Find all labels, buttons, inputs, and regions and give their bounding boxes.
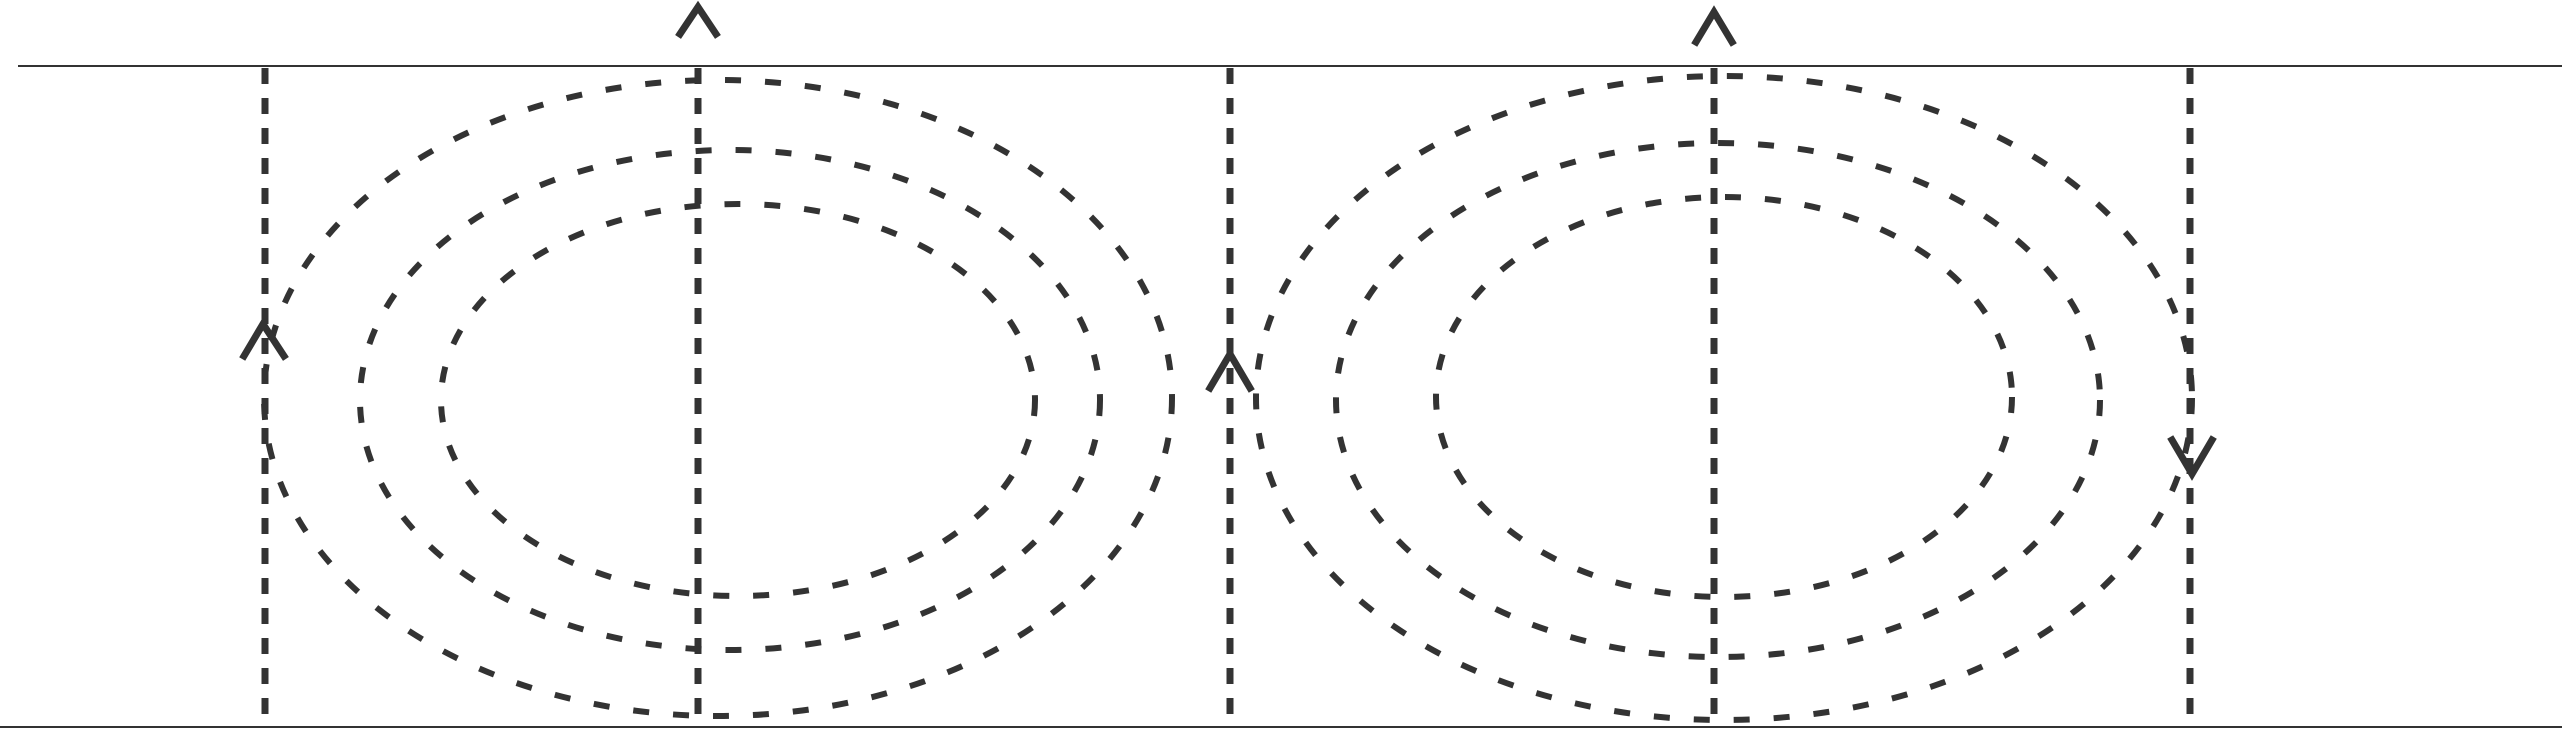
left-outer-ellipse [261,77,1175,719]
right-loop-cell [1253,73,2195,723]
right-outer-ellipse [1253,73,2195,723]
left-inner-ellipse [438,201,1038,599]
right-middle-ellipse [1333,140,2103,660]
arrow-up-icon [1205,347,1255,393]
arrow-up-icon [675,0,721,39]
vertical-lines [261,68,2194,727]
left-middle-ellipse [357,147,1103,653]
right-inner-ellipse [1433,194,2015,600]
arrow-up-icon [239,317,289,361]
left-loop-cell [261,77,1175,719]
arrow-down-icon [2167,435,2217,481]
arrow-up-icon [1691,5,1737,47]
